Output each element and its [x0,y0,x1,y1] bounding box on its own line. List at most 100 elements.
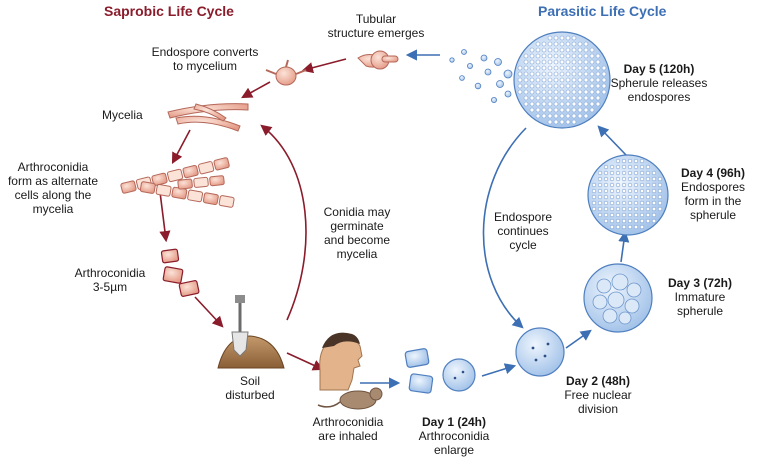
endospore-dot [571,95,577,101]
arrow-day1-to-day2 [481,363,517,377]
endospore-dot [621,224,627,230]
endospore-dot [639,176,645,182]
endospore-dot [595,53,601,59]
endospore-dot [577,89,583,95]
endospore-dot [633,206,639,212]
endospore-dot [547,89,553,95]
endospore-dot [601,89,607,95]
endospore-dot [597,206,603,212]
endospore-dot [547,53,553,59]
endospore-dot [583,71,589,77]
released-endospores-icon [449,49,513,104]
endospore-mycelium-icon [265,59,307,86]
endospore-dot [535,59,541,65]
endospore-dot [565,71,571,77]
endospore-dot [615,200,621,206]
endospore-dot [603,218,609,224]
endospore-dot [583,65,589,71]
endospore-dot [565,59,571,65]
endospore-dot [589,65,595,71]
endospore-dot [535,83,541,89]
endospore-dot [601,77,607,83]
endospore-dot [535,71,541,77]
endospore-dot [559,77,565,83]
endospore-dot [523,95,529,101]
endospore-dot [657,176,663,182]
endospore-dot [547,83,553,89]
endospore-dot [535,107,541,113]
endospore-dot [589,77,595,83]
endospore-dot [559,101,565,107]
endospore-dot [651,176,657,182]
endospore-dot [651,182,657,188]
endospore-dot [595,89,601,95]
endospore-dot [589,101,595,107]
endospore-dot [565,95,571,101]
endospore-dot [651,200,657,206]
endospore-dot [609,206,615,212]
endospore-dot [583,53,589,59]
endospore-dot [523,89,529,95]
endospore-dot [609,170,615,176]
endospore-dot [591,182,597,188]
endospore-dot [639,170,645,176]
endospore-dot [651,194,657,200]
arrow-mycelia-to-arthroconidia [171,129,191,164]
endospore-dot [535,47,541,53]
endospore-dot [603,200,609,206]
endospore-dot [609,200,615,206]
endospore-dot [541,47,547,53]
endospore-dot [523,53,529,59]
endospore-dot [627,182,633,188]
endospore-dot [553,59,559,65]
endospore-dot [523,59,529,65]
endospore-dot [565,89,571,95]
endospore-dot [615,158,621,164]
endospore-dot [597,188,603,194]
endospore-dot [645,218,651,224]
endospore-dot [651,170,657,176]
endospore-dot [615,212,621,218]
endospore-dot [633,188,639,194]
endospore-dot [529,59,535,65]
endospore-dot [633,158,639,164]
endospore-dot [529,83,535,89]
endospore-dot [553,83,559,89]
endospore-dot [547,59,553,65]
endospore-dot [577,65,583,71]
endospore-dot [547,113,553,119]
endospore-dot [553,65,559,71]
endospore-dot [597,200,603,206]
endospore-dot [565,101,571,107]
endospore-dot [639,224,645,230]
endospore-dot [553,95,559,101]
endospore-dot [627,224,633,230]
endospore-dot [535,113,541,119]
endospore-dot [559,107,565,113]
endospore-dot [595,95,601,101]
endospore-dot [547,47,553,53]
arrow-free-to-soil [194,296,224,328]
endospore-dot [541,53,547,59]
endospore-dot [577,47,583,53]
endospore-dot [541,89,547,95]
endospore-dot [645,164,651,170]
endospore-dot [603,194,609,200]
endospore-dot [547,95,553,101]
endospore-dot [615,182,621,188]
endospore-dot [529,101,535,107]
endospore-dot [559,113,565,119]
endospore-dot [633,170,639,176]
endospore-dot [615,218,621,224]
endospore-dot [657,188,663,194]
endospore-dot [559,53,565,59]
endospore-dot [571,101,577,107]
endospore-dot [589,107,595,113]
endospore-dot [571,59,577,65]
